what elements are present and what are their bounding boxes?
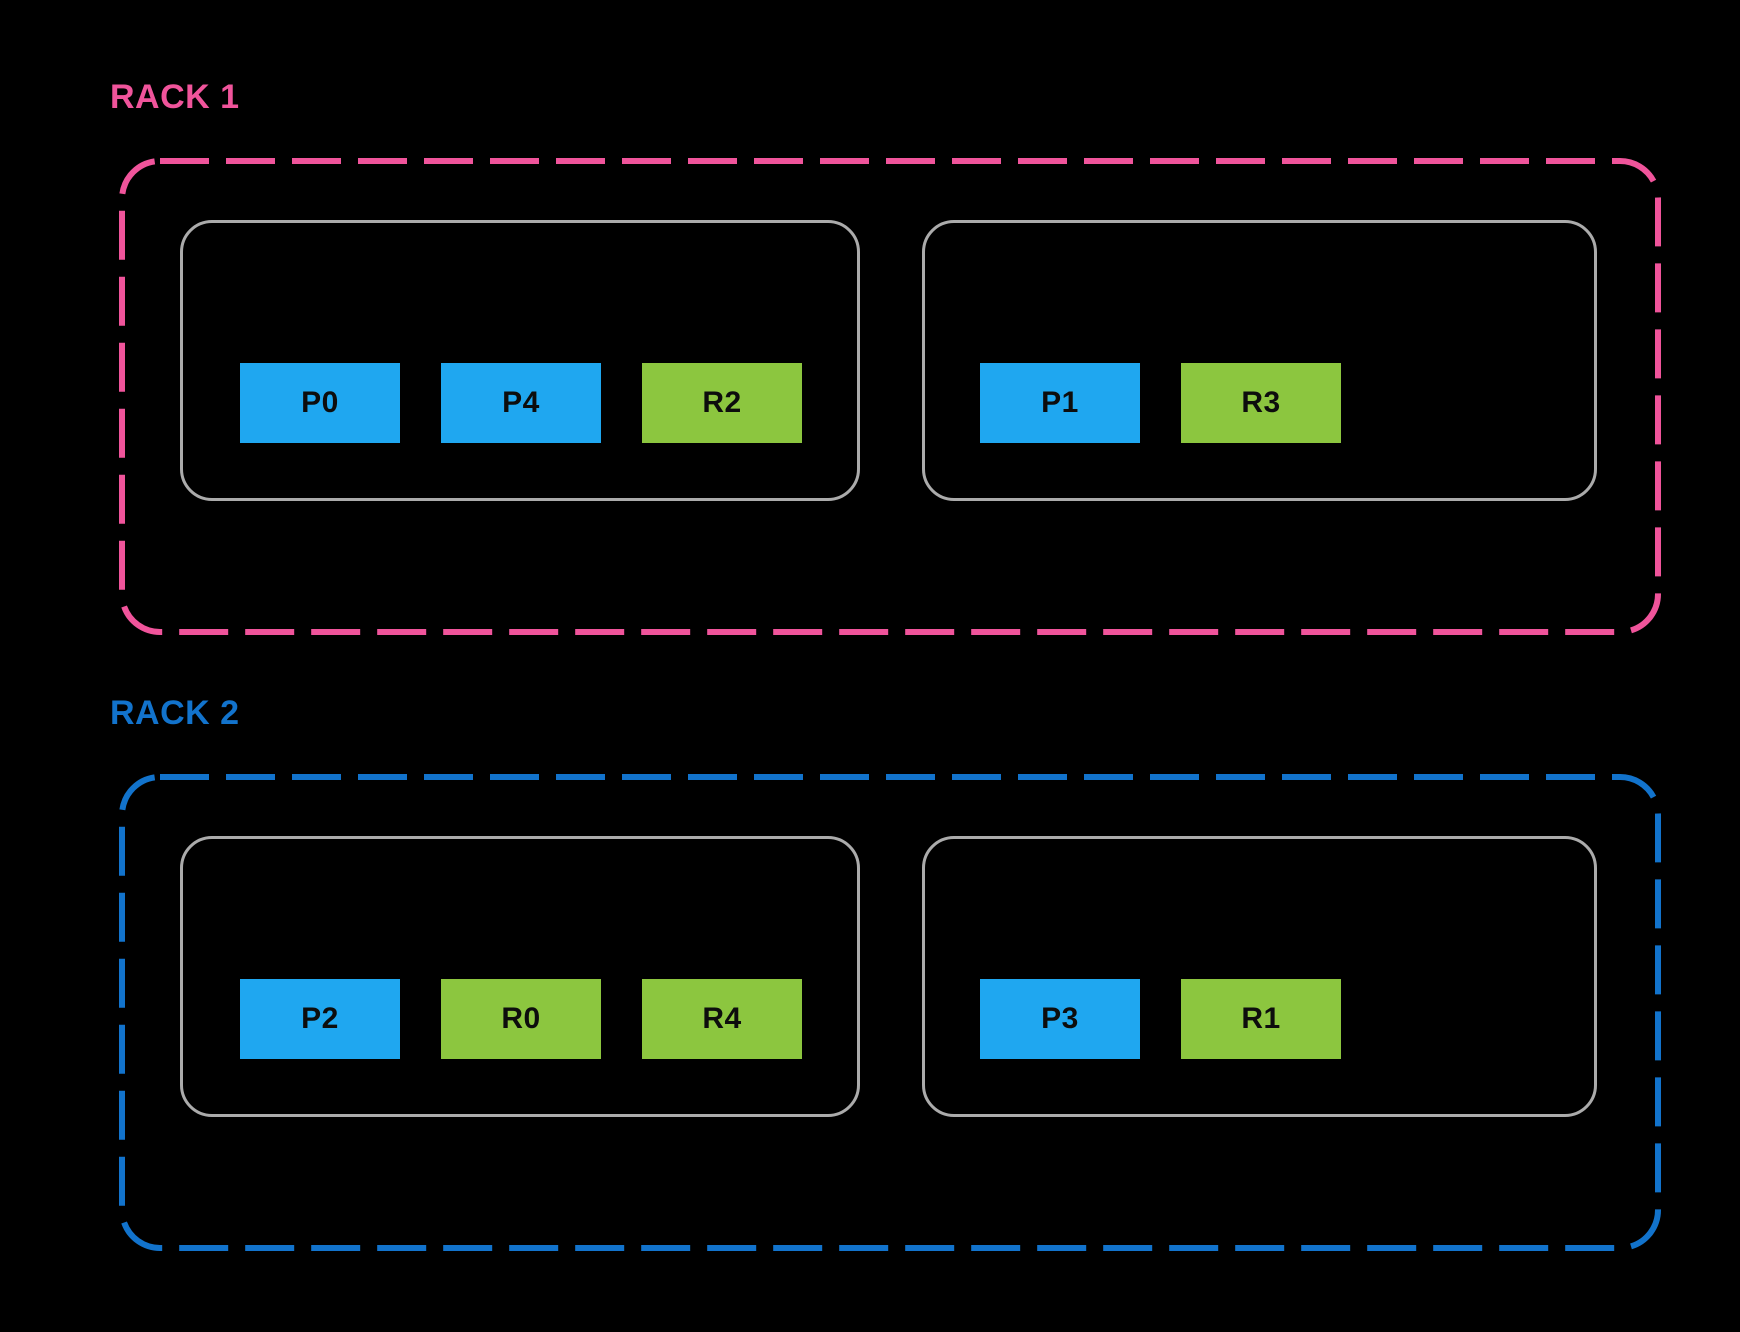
rack-1-label: RACK 1 [110,78,240,116]
rack-2-boundary: P2 R0 R4 P3 R1 [119,774,1661,1251]
rack-1-host-2: P1 R3 [922,220,1597,501]
chip-P0: P0 [240,363,400,443]
rack-2-host-1: P2 R0 R4 [180,836,860,1117]
rack-2-host-2: P3 R1 [922,836,1597,1117]
chip-R4: R4 [642,979,802,1059]
chip-R1: R1 [1181,979,1341,1059]
chip-P2: P2 [240,979,400,1059]
rack-1-boundary: P0 P4 R2 P1 R3 [119,158,1661,635]
rack-1-dashed-border-icon [119,158,1661,635]
chip-R3: R3 [1181,363,1341,443]
chip-P3: P3 [980,979,1140,1059]
rack-1-host-1: P0 P4 R2 [180,220,860,501]
chip-R2: R2 [642,363,802,443]
rack-2-dashed-border-icon [119,774,1661,1251]
rack-2-label: RACK 2 [110,694,240,732]
chip-P1: P1 [980,363,1140,443]
chip-P4: P4 [441,363,601,443]
chip-R0: R0 [441,979,601,1059]
